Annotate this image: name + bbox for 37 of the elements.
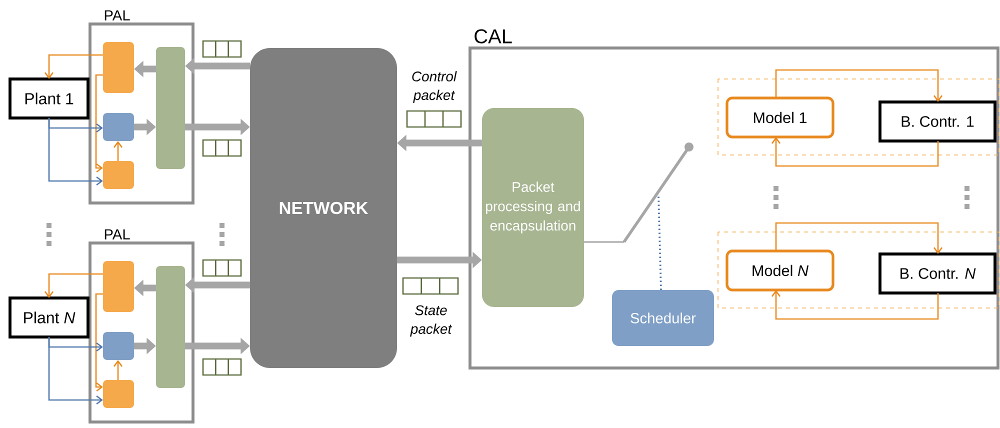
packet-label: Control packet: [412, 71, 457, 103]
network-block: NETWORK: [250, 48, 397, 368]
module-block: [103, 261, 134, 312]
node-label: PAL: [104, 10, 130, 20]
module-block: [103, 380, 134, 408]
plant-box: Plant 1: [8, 78, 90, 120]
bus-bar: [156, 47, 186, 169]
bus-bar: [156, 266, 186, 388]
module-block: [103, 42, 134, 93]
arrow: [44, 54, 103, 79]
connector-line: [658, 196, 662, 290]
connector-line: [584, 241, 624, 243]
switch-arm: [622, 142, 694, 243]
plant-box: Plant N: [8, 296, 90, 338]
processing-block: Packet processing and encapsulation: [482, 108, 584, 307]
arrow: [113, 360, 123, 380]
module-block: [103, 161, 134, 189]
arrow: [775, 222, 943, 254]
model-box: Model N: [726, 250, 834, 292]
controller-box: B. Contr. 1: [878, 100, 996, 142]
packet-label: State packet: [410, 305, 452, 337]
arrow: [95, 74, 104, 173]
controller-box: B. Contr. N: [878, 252, 996, 294]
arrow: [771, 290, 939, 320]
model-box: Model 1: [726, 96, 834, 138]
module-block: [103, 113, 134, 141]
arrow: [48, 337, 104, 405]
module-block: [103, 332, 134, 360]
arrow: [775, 69, 943, 102]
node-label: PAL: [104, 229, 130, 240]
scheduler-block: Scheduler: [612, 290, 714, 346]
arrow: [95, 293, 104, 392]
node-label: CAL: [474, 29, 512, 44]
arrow: [771, 137, 939, 167]
arrow: [44, 273, 103, 298]
arrow: [48, 118, 104, 186]
arrow: [113, 141, 123, 161]
